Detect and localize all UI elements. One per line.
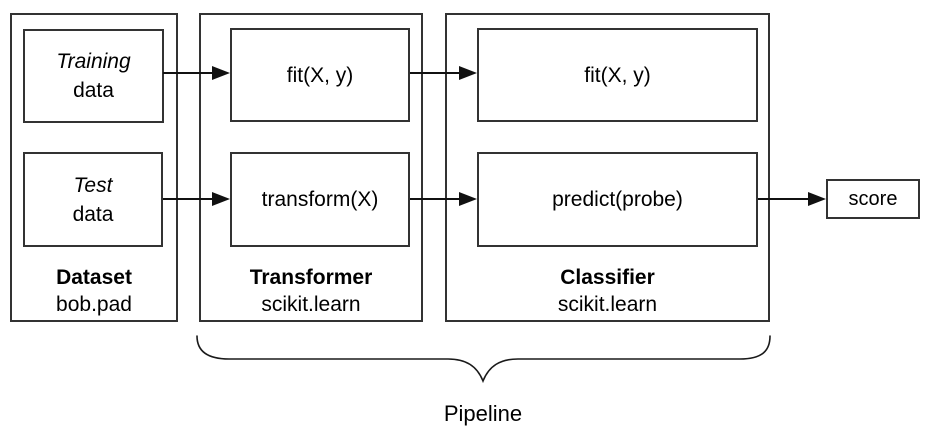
score-label: score xyxy=(848,187,898,210)
score-node: score xyxy=(826,179,920,219)
pipeline-brace xyxy=(196,335,771,384)
arrowhead-icon xyxy=(808,192,826,206)
test-data-line2: data xyxy=(72,202,114,226)
transformer-transform-node: transform(X) xyxy=(230,152,410,247)
dataset-group-label: Dataset bob.pad xyxy=(10,264,178,318)
transformer-group-box xyxy=(199,13,423,322)
classifier-title: Classifier xyxy=(560,266,655,289)
training-data-line1: Training xyxy=(56,50,131,73)
test-data-node: Test data xyxy=(23,152,163,247)
classifier-fit-node: fit(X, y) xyxy=(477,28,758,122)
transformer-group-label: Transformer scikit.learn xyxy=(199,264,423,318)
transformer-title: Transformer xyxy=(249,266,373,289)
training-data-line2: data xyxy=(73,79,114,102)
dataset-group-box xyxy=(10,13,178,322)
classifier-predict-label: predict(probe) xyxy=(552,188,683,211)
transformer-transform-label: transform(X) xyxy=(261,188,379,211)
transformer-subtitle: scikit.learn xyxy=(261,293,361,316)
training-data-node: Training data xyxy=(23,29,164,123)
classifier-subtitle: scikit.learn xyxy=(557,293,658,316)
classifier-group-label: Classifier scikit.learn xyxy=(445,264,770,318)
classifier-predict-node: predict(probe) xyxy=(477,152,758,247)
test-data-line1: Test xyxy=(73,173,113,197)
classifier-fit-label: fit(X, y) xyxy=(584,63,651,87)
transformer-fit-label: fit(X, y) xyxy=(286,63,354,87)
dataset-subtitle: bob.pad xyxy=(56,293,132,316)
pipeline-caption: Pipeline xyxy=(443,401,523,426)
dataset-title: Dataset xyxy=(56,266,132,289)
transformer-fit-node: fit(X, y) xyxy=(230,28,410,122)
classifier-group-box xyxy=(445,13,770,322)
